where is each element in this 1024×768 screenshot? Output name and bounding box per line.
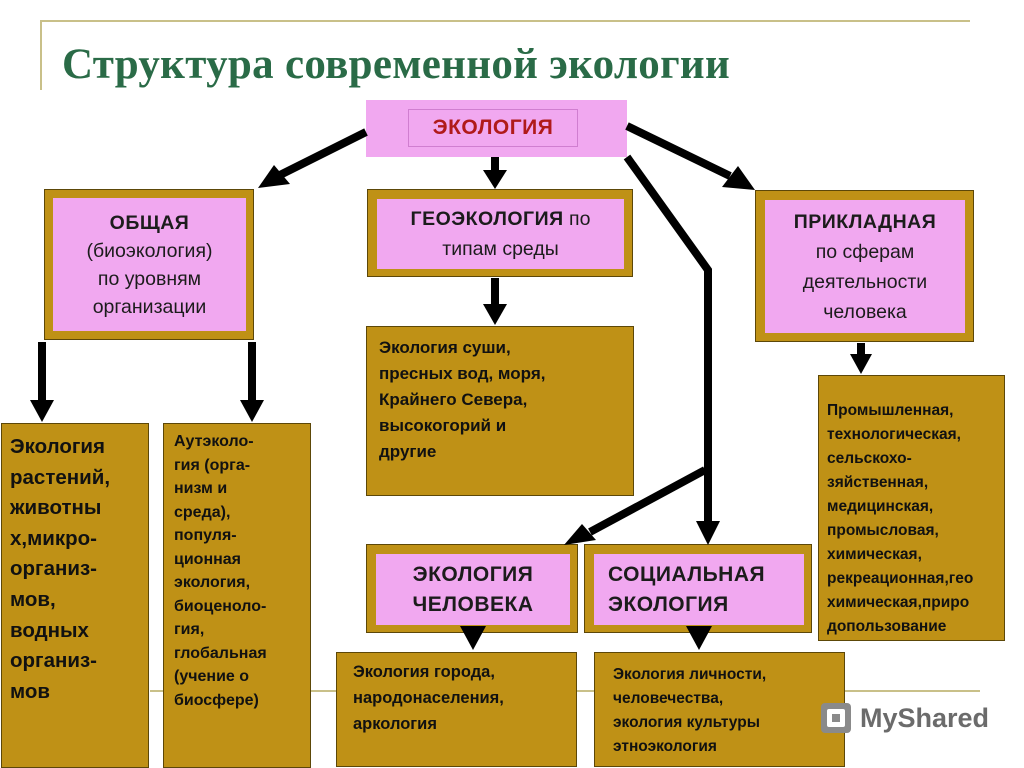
organisms-ecology-box: Экология растений, животны х,микро- орга… [1,423,149,768]
general-ecology-node: ОБЩАЯ (биоэкология) по уровням организац… [44,189,254,340]
general-ecology-text: (биоэкология) по уровням организации [86,239,213,318]
decorative-line-left [40,20,42,90]
applied-ecology-details-box: Промышленная, технологическая, сельскохо… [818,375,1005,641]
arrowhead-applied [722,166,755,190]
arrowhead-general-right [240,400,264,422]
ecology-root-label: ЭКОЛОГИЯ [408,109,578,147]
ecology-root-node: ЭКОЛОГИЯ [366,100,627,157]
arrowhead-geo [483,170,507,189]
geoecology-suffix: по [563,208,591,230]
general-ecology-heading: ОБЩАЯ [109,211,190,234]
myshared-watermark-text: MyShared [860,702,990,733]
applied-ecology-details-text: Промышленная, технологическая, сельскохо… [827,402,974,635]
arrowhead-applied-down [850,354,872,374]
applied-ecology-box: ПРИКЛАДНАЯ по сферам деятельности челове… [765,200,965,333]
arrowhead-social [696,521,720,545]
social-ecology-box: СОЦИАЛЬНАЯ ЭКОЛОГИЯ [594,554,804,625]
geoecology-heading: ГЕОЭКОЛОГИЯ [410,208,564,230]
social-ecology-details-box: Экология личности, человечества, экологи… [594,652,845,767]
arrowhead-human [564,524,596,545]
social-ecology-node: СОЦИАЛЬНАЯ ЭКОЛОГИЯ [584,544,812,633]
arrowhead-general [258,165,290,188]
applied-ecology-node: ПРИКЛАДНАЯ по сферам деятельности челове… [755,190,974,342]
arrowhead-human-down [460,626,486,650]
geoecology-text: типам среды [442,238,559,260]
geoecology-node: ГЕОЭКОЛОГИЯ по типам среды [367,189,633,277]
human-ecology-details-text: Экология города, народонаселения, арколо… [353,663,504,733]
decorative-line-top [40,20,970,22]
social-ecology-heading: СОЦИАЛЬНАЯ ЭКОЛОГИЯ [608,562,766,616]
human-ecology-node: ЭКОЛОГИЯ ЧЕЛОВЕКА [366,544,578,633]
social-ecology-details-text: Экология личности, человечества, экологи… [613,666,767,755]
arrowhead-social-down [686,626,712,650]
organisms-ecology-text: Экология растений, животны х,микро- орга… [10,435,111,703]
arrowhead-general-left [30,400,54,422]
arrow-root-to-general [278,128,368,179]
arrowhead-geo-down [483,304,507,325]
myshared-logo-icon [821,703,851,733]
organization-levels-text: Аутэколо- гия (орга- низм и среда), попу… [174,433,267,709]
human-ecology-box: ЭКОЛОГИЯ ЧЕЛОВЕКА [376,554,570,625]
geoecology-box: ГЕОЭКОЛОГИЯ по типам среды [377,199,624,269]
human-ecology-heading: ЭКОЛОГИЯ ЧЕЛОВЕКА [412,562,534,616]
myshared-watermark: MyShared [818,700,989,736]
applied-ecology-text: по сферам деятельности человека [802,240,928,323]
human-ecology-details-box: Экология города, народонаселения, арколо… [336,652,577,767]
geoecology-details-text: Экология суши, пресных вод, моря, Крайне… [379,338,546,461]
arrow-root-to-applied [625,122,732,180]
organization-levels-box: Аутэколо- гия (орга- низм и среда), попу… [163,423,311,768]
geoecology-details-box: Экология суши, пресных вод, моря, Крайне… [366,326,634,496]
page-title: Структура современной экологии [62,41,731,88]
arrow-root-to-social [623,154,712,525]
arrow-to-human [588,466,707,536]
general-ecology-box: ОБЩАЯ (биоэкология) по уровням организац… [53,198,246,331]
applied-ecology-heading: ПРИКЛАДНАЯ [793,210,937,233]
